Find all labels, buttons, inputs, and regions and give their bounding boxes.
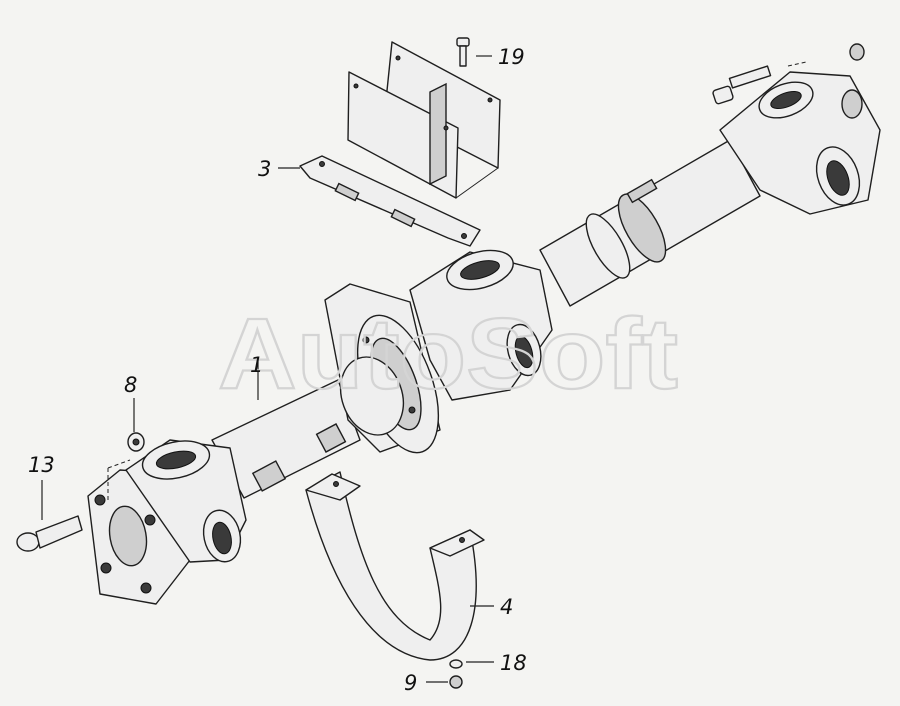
washer-18 (449, 659, 463, 669)
leader-lines (41, 55, 807, 683)
callout-13: 13 (28, 453, 55, 477)
callout-18: 18 (500, 651, 527, 675)
right-bolt (712, 43, 865, 105)
center-bearing (324, 283, 441, 454)
middle-universal-joint (409, 249, 553, 401)
bracket-plate (347, 41, 501, 199)
watermark: AutoSoft (218, 298, 678, 410)
nut-8 (127, 432, 145, 452)
bolt-13 (16, 515, 83, 552)
mounting-strip (299, 155, 481, 247)
nut-9 (449, 675, 463, 689)
left-universal-joint (87, 439, 247, 605)
callout-3: 3 (258, 157, 271, 181)
bolt-19 (456, 37, 470, 67)
strap-clamp (305, 471, 485, 661)
callout-4: 4 (500, 595, 513, 619)
callout-9: 9 (404, 671, 417, 695)
callout-19: 19 (498, 45, 525, 69)
right-universal-joint (719, 71, 881, 215)
callout-1: 1 (250, 353, 263, 377)
main-shaft (211, 139, 761, 499)
callout-8: 8 (124, 373, 137, 397)
